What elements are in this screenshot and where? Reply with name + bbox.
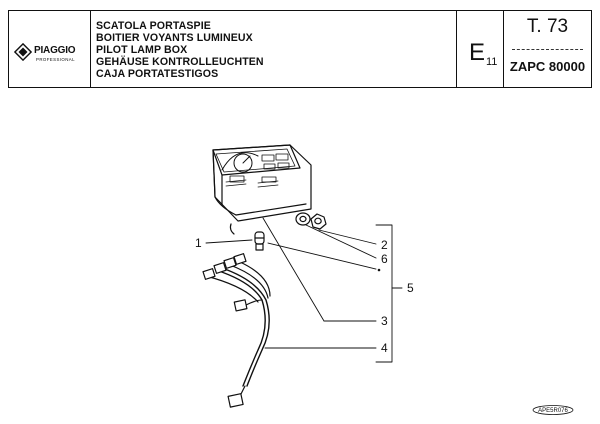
callout-4: 4: [381, 341, 388, 355]
title-english: PILOT LAMP BOX: [96, 44, 188, 56]
callout-3: 3: [381, 314, 388, 328]
spring-clip: [229, 223, 235, 235]
leader-lines: [205, 217, 403, 363]
group-cell: E 11: [457, 11, 504, 87]
nut-part-2: [310, 213, 327, 230]
wiring-harness-part-4: [202, 253, 271, 408]
logo-cell: PIAGGIO PROFESSIONAL: [9, 11, 91, 87]
callout-6: 6: [381, 252, 388, 266]
callout-5: 5: [407, 281, 414, 295]
brand-subtitle: PROFESSIONAL: [36, 57, 75, 62]
drawing-code: APE5R076: [538, 408, 568, 414]
piaggio-shield-icon: [14, 43, 32, 61]
title-french: BOITIER VOYANTS LUMINEUX: [96, 32, 253, 44]
assembly-dot: [377, 268, 381, 272]
table-reference: T. 73: [526, 16, 569, 37]
callout-1: 1: [195, 236, 202, 250]
washer-part-6: [295, 212, 311, 226]
bulb-socket-part-1: [254, 231, 265, 251]
reference-cell: T. 73 ZAPC 80000: [504, 11, 591, 87]
brand-name: PIAGGIO: [34, 45, 76, 56]
model-code: ZAPC 80000: [509, 59, 586, 74]
header-table: PIAGGIO PROFESSIONAL SCATOLA PORTASPIE B…: [8, 10, 592, 88]
title-german: GEHÄUSE KONTROLLEUCHTEN: [96, 56, 264, 68]
drawing-code-stamp: [532, 405, 574, 415]
pilot-lamp-box: [212, 144, 312, 222]
title-spanish: CAJA PORTATESTIGOS: [96, 68, 219, 80]
callout-2: 2: [381, 238, 388, 252]
group-letter: E: [469, 39, 486, 66]
group-number: 11: [486, 56, 498, 68]
titles-cell: SCATOLA PORTASPIE BOITIER VOYANTS LUMINE…: [91, 11, 457, 87]
reference-divider: [512, 49, 583, 50]
title-italian: SCATOLA PORTASPIE: [96, 20, 211, 32]
